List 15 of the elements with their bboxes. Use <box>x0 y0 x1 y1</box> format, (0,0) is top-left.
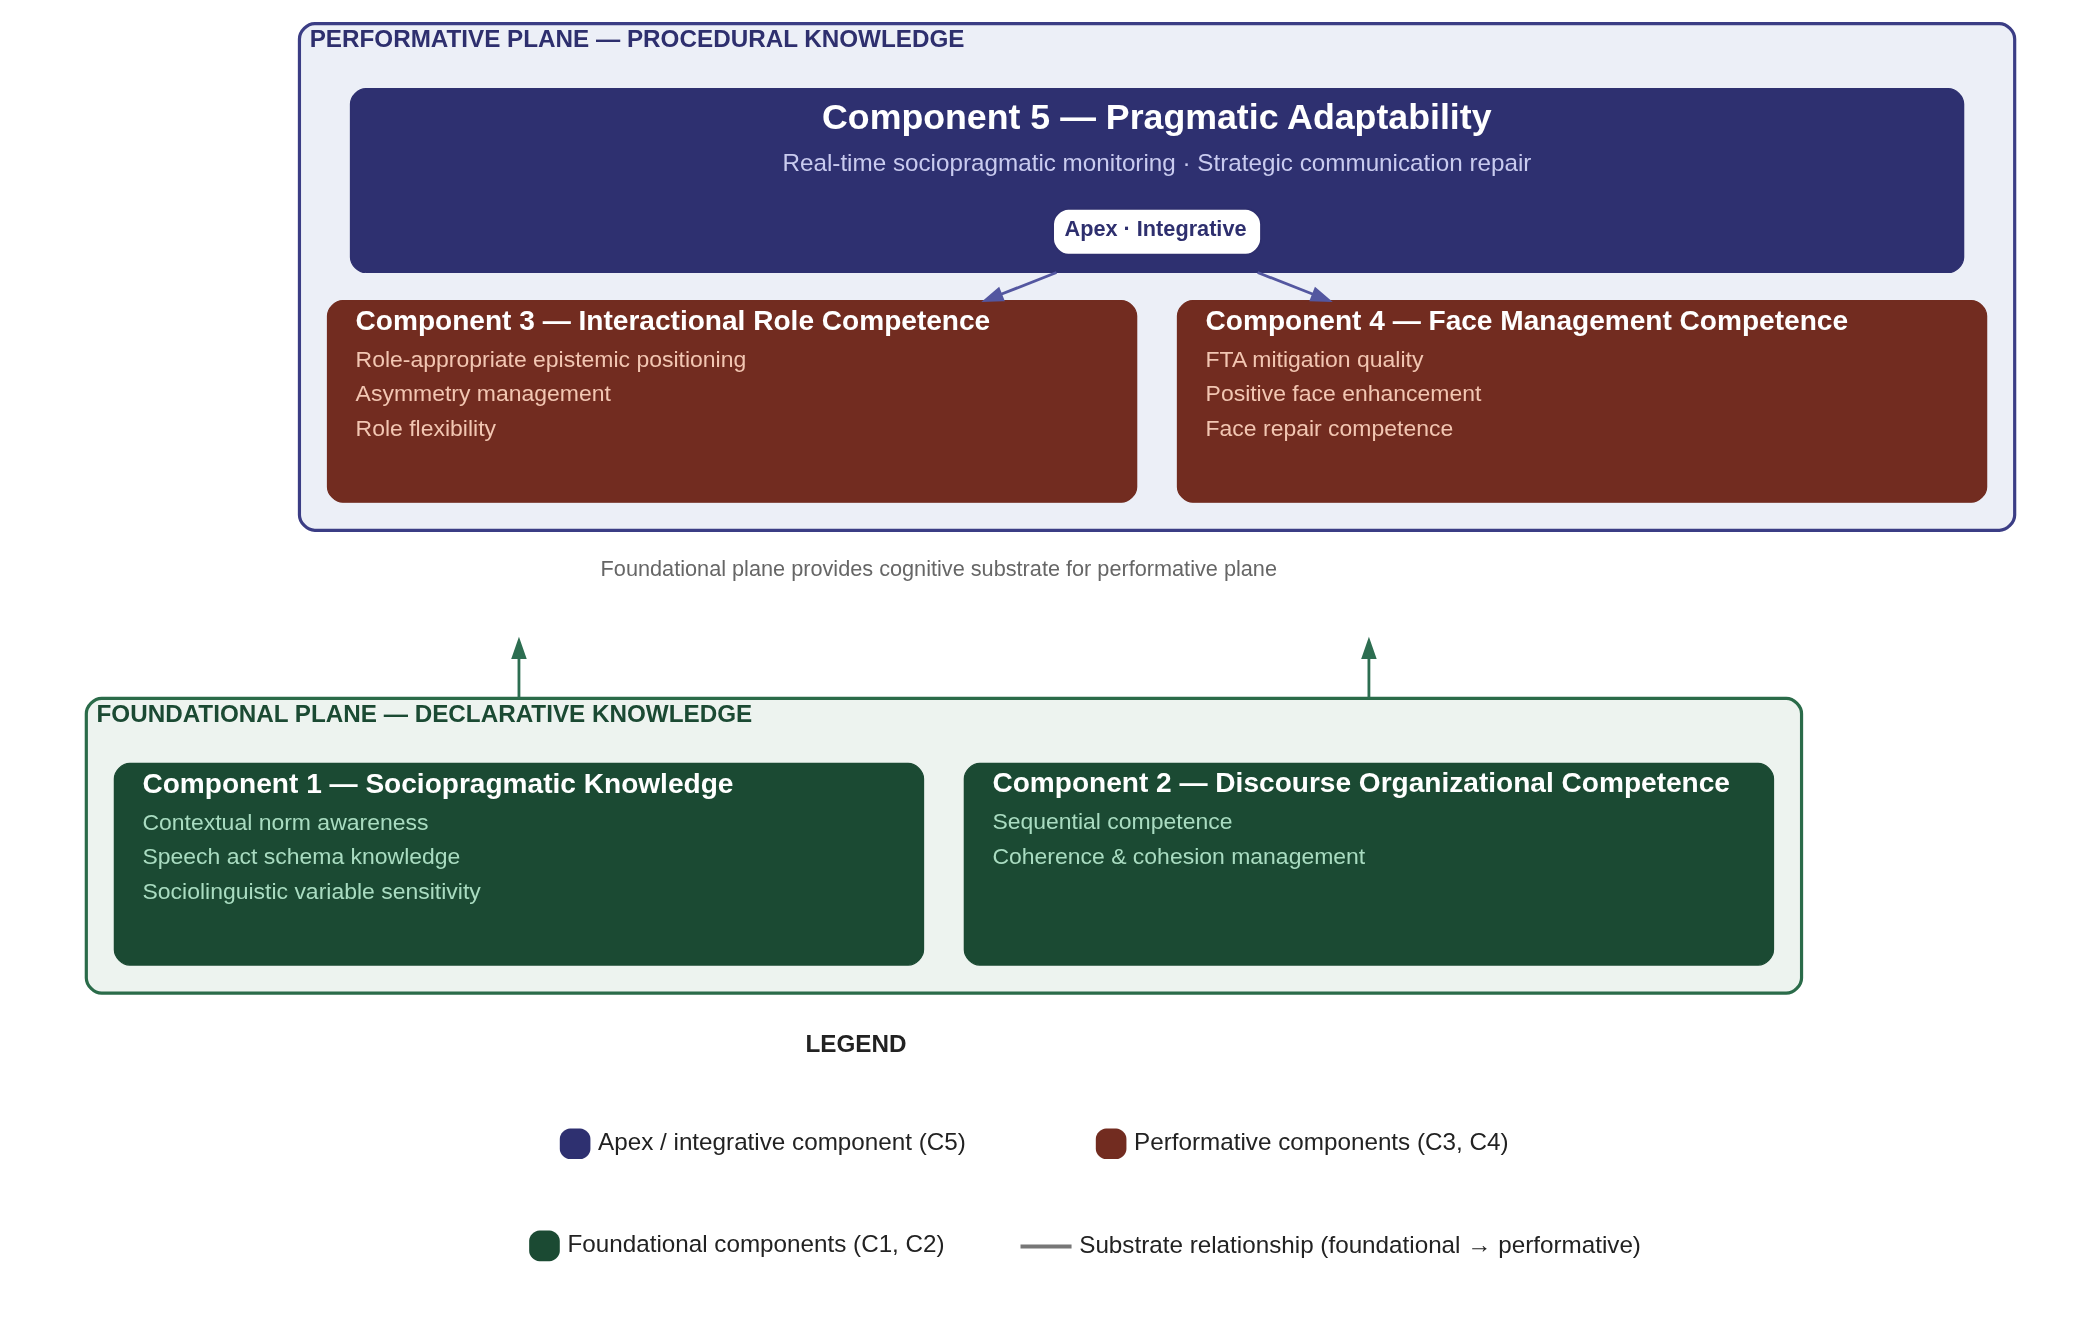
node-box: Component 4 — Face Management Competence FTA mitigation quality Positive face enhancement Face repair competence <box>1176 299 1987 503</box>
legend-label: Performative components (C3, C4) <box>1133 1127 1509 1155</box>
node-box: Component 2 — Discourse Organizational Competence Sequential competence Coherence & cohesion management <box>963 762 1774 966</box>
arrow <box>1360 636 1377 699</box>
label: Foundational plane provides cognitive substrate for performative plane <box>600 556 1277 582</box>
node-box: Component 3 — Interactional Role Competence Role-appropriate epistemic positioning Asymmetry management Role flexibility <box>326 299 1137 503</box>
node-box: Component 1 — Sociopragmatic Knowledge Contextual norm awareness Speech act schema knowledge Sociolinguistic variable sensitivity <box>113 762 924 966</box>
arrow <box>1256 271 1333 303</box>
legend-label: Apex / integrative component (C5) <box>597 1127 966 1155</box>
arrow <box>980 271 1057 303</box>
label: LEGEND <box>804 1029 906 1057</box>
legend-label: Substrate relationship (foundational → performative) <box>1078 1230 1641 1258</box>
node-box: Apex · Integrative <box>1051 207 1262 256</box>
arrow <box>510 636 527 699</box>
legend-label: Foundational components (C1, C2) <box>566 1229 945 1257</box>
